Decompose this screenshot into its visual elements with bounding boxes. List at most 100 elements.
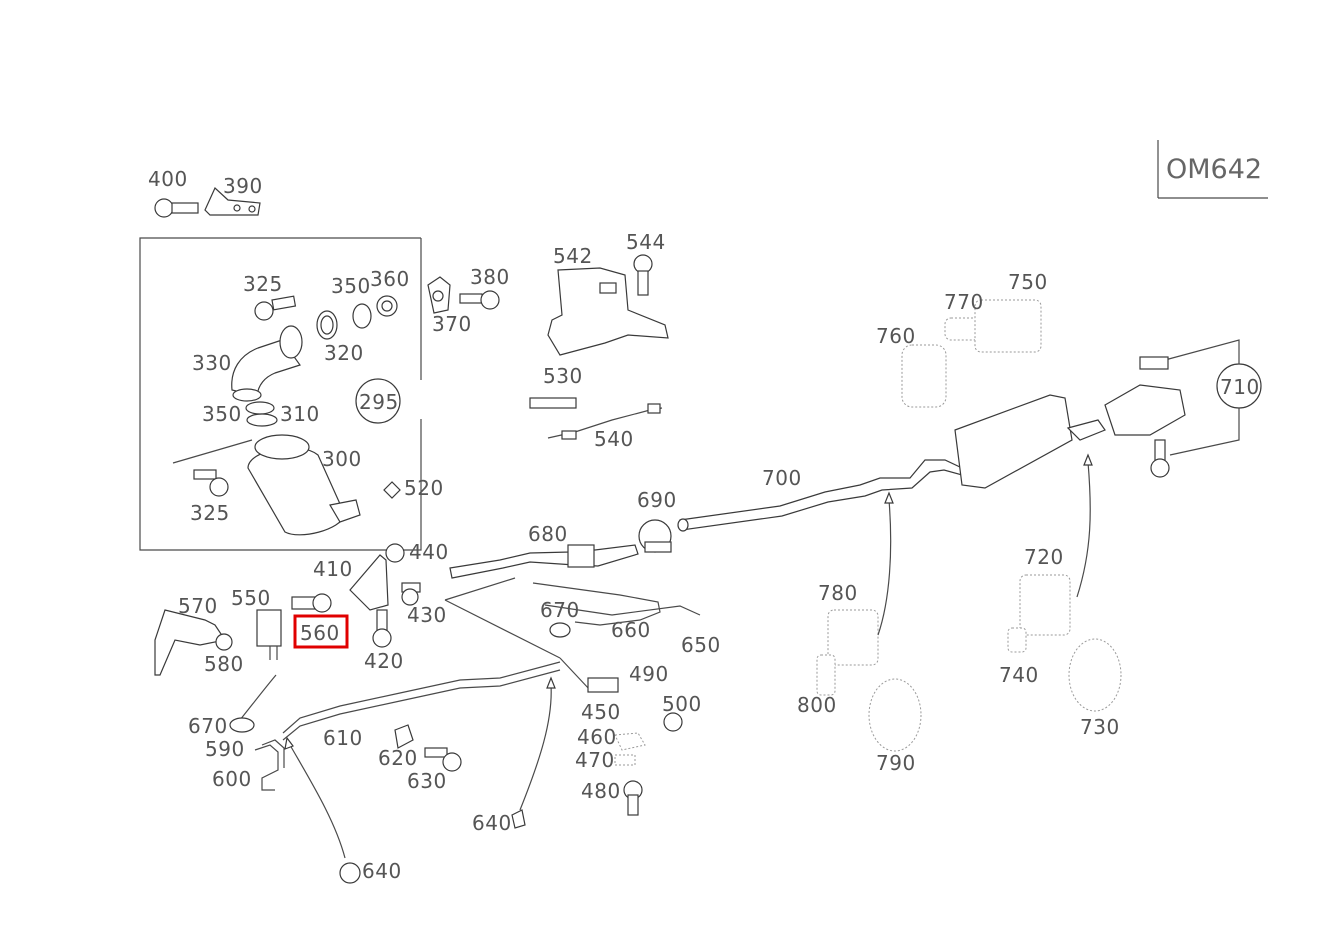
bolt-380 xyxy=(459,290,500,310)
bolt-420 xyxy=(372,609,392,648)
label-470: 470 xyxy=(575,748,615,772)
label-600: 600 xyxy=(212,767,252,791)
label-320: 320 xyxy=(324,341,364,365)
label-550: 550 xyxy=(231,586,271,610)
pipe-330 xyxy=(231,325,303,402)
label-650: 650 xyxy=(681,633,721,657)
ring-320 xyxy=(352,303,372,329)
label-660: 660 xyxy=(611,618,651,642)
mount-730 xyxy=(1068,638,1122,712)
label-460: 460 xyxy=(577,725,617,749)
ring-350-lower xyxy=(245,401,275,415)
bolt-430 xyxy=(401,582,421,606)
label-310: 310 xyxy=(280,402,320,426)
label-542: 542 xyxy=(553,244,593,268)
label-450: 450 xyxy=(581,700,621,724)
label-520: 520 xyxy=(404,476,444,500)
label-500: 500 xyxy=(662,692,702,716)
bolt-560 xyxy=(291,593,332,613)
nut-500 xyxy=(663,712,683,732)
label-670-low: 670 xyxy=(188,714,228,738)
clip-520 xyxy=(383,481,401,499)
label-420: 420 xyxy=(364,649,404,673)
mount-790 xyxy=(868,678,922,752)
label-570: 570 xyxy=(178,594,218,618)
label-640-low: 640 xyxy=(362,859,402,883)
clip-740 xyxy=(1007,627,1027,653)
catalyst-300 xyxy=(247,434,361,536)
bracket-410 xyxy=(349,554,389,611)
pipe-700 xyxy=(677,459,963,532)
label-350-top: 350 xyxy=(331,274,371,298)
arrows xyxy=(239,453,1093,859)
hanger-770 xyxy=(944,317,980,341)
hanger-760 xyxy=(901,344,947,408)
bolt-400 xyxy=(154,198,199,218)
label-710: 710 xyxy=(1220,375,1260,399)
clamp-360 xyxy=(376,295,398,317)
catalyst-group-frame xyxy=(139,237,422,551)
label-750: 750 xyxy=(1008,270,1048,294)
bracket-542 xyxy=(547,267,669,356)
label-410: 410 xyxy=(313,557,353,581)
label-295: 295 xyxy=(359,390,399,414)
highlight-box-560 xyxy=(293,614,349,649)
line-590-600 xyxy=(254,739,285,791)
label-770: 770 xyxy=(944,290,984,314)
label-350-lower: 350 xyxy=(202,402,242,426)
label-400: 400 xyxy=(148,167,188,191)
frame-lines-mid xyxy=(444,577,591,691)
line-610 xyxy=(282,661,561,741)
label-800: 800 xyxy=(797,693,837,717)
label-780: 780 xyxy=(818,581,858,605)
label-380: 380 xyxy=(470,265,510,289)
label-760: 760 xyxy=(876,324,916,348)
label-740: 740 xyxy=(999,663,1039,687)
label-640-mid: 640 xyxy=(472,811,512,835)
label-370: 370 xyxy=(432,312,472,336)
label-720: 720 xyxy=(1024,545,1064,569)
label-325-top: 325 xyxy=(243,272,283,296)
bracket-570 xyxy=(154,609,226,676)
engine-code-box: OM642 xyxy=(1157,140,1268,199)
label-325-lower: 325 xyxy=(190,501,230,525)
clamp-640-low xyxy=(339,862,361,884)
clamp-670-low xyxy=(229,717,255,733)
label-440: 440 xyxy=(409,540,449,564)
ring-350-top xyxy=(316,310,338,340)
gasket-310 xyxy=(246,413,278,427)
bolt-544 xyxy=(633,254,653,296)
label-610: 610 xyxy=(323,726,363,750)
label-690: 690 xyxy=(637,488,677,512)
bolt-325-top xyxy=(254,295,297,321)
label-540: 540 xyxy=(594,427,634,451)
sensor-540 xyxy=(547,403,663,440)
label-580: 580 xyxy=(204,652,244,676)
label-330: 330 xyxy=(192,351,232,375)
hanger-750 xyxy=(974,299,1042,353)
line-660 xyxy=(532,582,701,626)
label-490: 490 xyxy=(629,662,669,686)
label-430: 430 xyxy=(407,603,447,627)
clamp-640-mid xyxy=(511,809,526,829)
callout-circle-295 xyxy=(355,378,401,424)
label-390: 390 xyxy=(223,174,263,198)
label-530: 530 xyxy=(543,364,583,388)
label-730: 730 xyxy=(1080,715,1120,739)
label-700: 700 xyxy=(762,466,802,490)
clip-620 xyxy=(394,724,414,749)
hanger-720 xyxy=(1019,574,1071,636)
sensor-530 xyxy=(529,397,577,409)
label-544: 544 xyxy=(626,230,666,254)
muffler-710 xyxy=(954,339,1262,489)
label-300: 300 xyxy=(322,447,362,471)
label-560: 560 xyxy=(300,621,340,645)
nut-580 xyxy=(215,633,233,651)
connector-490 xyxy=(587,677,619,693)
label-680: 680 xyxy=(528,522,568,546)
gasket-370 xyxy=(427,276,451,314)
bolt-325-lower xyxy=(172,439,253,497)
pipe-680 xyxy=(449,544,639,579)
clip-450-470 xyxy=(614,732,646,766)
